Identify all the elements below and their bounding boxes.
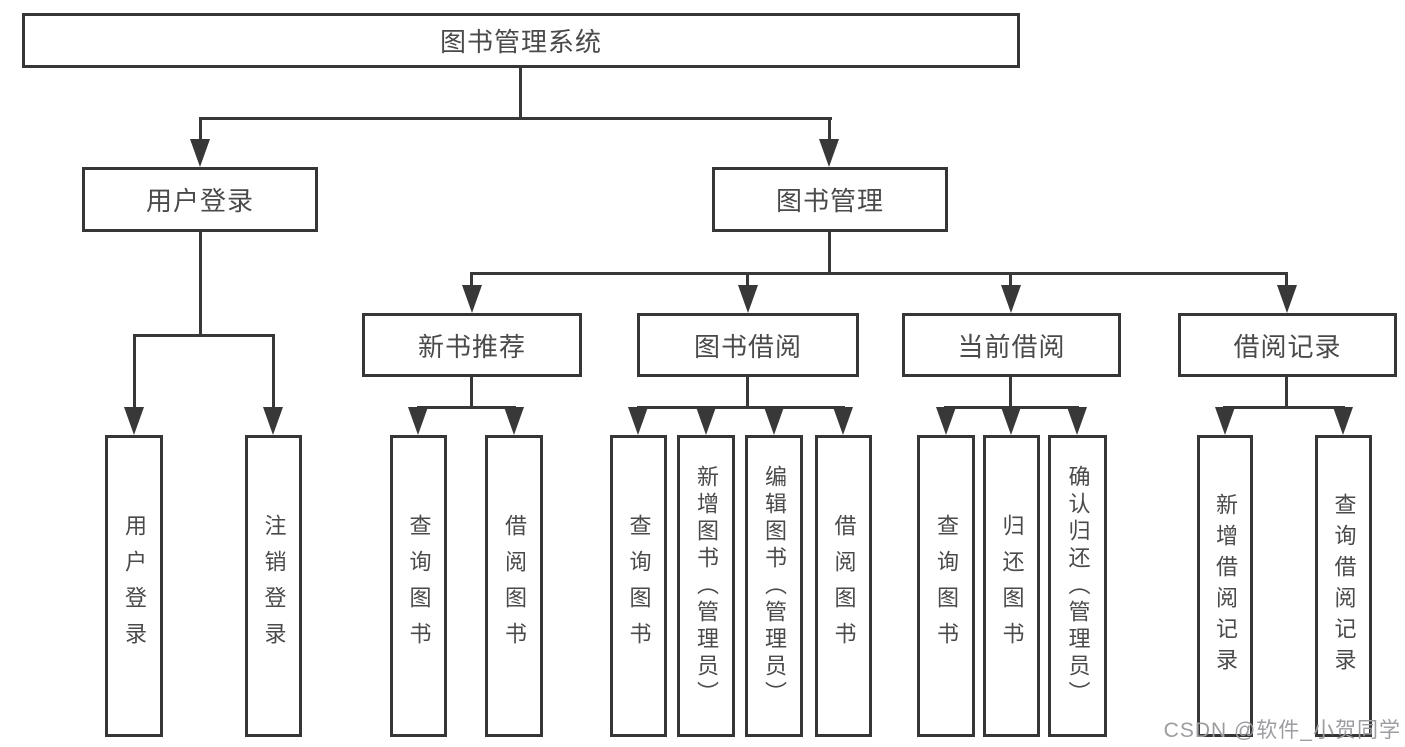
node-user-login: 用户登录 (82, 167, 318, 232)
leaf-label: 借阅图书 (502, 514, 527, 658)
node-user-login-leaf: 用户登录 (105, 435, 163, 737)
arrow-down-icon (764, 407, 784, 435)
arrow-down-icon (833, 407, 853, 435)
node-new-book-recommend-label: 新书推荐 (417, 331, 526, 362)
arrow-down-icon (1277, 285, 1297, 313)
connector-line (746, 272, 749, 292)
arrow-down-icon (819, 139, 839, 167)
node-query-books-current: 查询图书 (917, 435, 975, 737)
connector-line (637, 406, 845, 409)
connector-line (199, 117, 832, 120)
node-logout-leaf: 注销登录 (245, 435, 302, 737)
leaf-label: 用户登录 (122, 514, 147, 658)
connector-line (828, 117, 831, 147)
connector-line (1223, 406, 1345, 409)
arrow-down-icon (263, 407, 283, 435)
leaf-label: 查询借阅记录 (1331, 493, 1357, 679)
node-borrow-records-label: 借阅记录 (1233, 331, 1342, 362)
node-query-books-borrow: 查询图书 (610, 435, 667, 737)
node-query-borrow-record: 查询借阅记录 (1315, 435, 1372, 737)
arrow-down-icon (408, 407, 428, 435)
leaf-label: 借阅图书 (831, 514, 857, 658)
leaf-label: 注销登录 (261, 514, 287, 658)
node-root: 图书管理系统 (22, 13, 1020, 68)
node-query-books-recommend: 查询图书 (390, 435, 447, 737)
connector-line (133, 334, 136, 412)
arrow-down-icon (462, 285, 482, 313)
connector-line (199, 232, 202, 336)
node-user-login-label: 用户登录 (145, 186, 254, 216)
leaf-label: 编辑图书（管理员） (762, 464, 787, 708)
arrow-down-icon (504, 407, 524, 435)
connector-line (470, 272, 1288, 275)
leaf-label: 查询图书 (406, 514, 432, 658)
connector-line (1009, 272, 1012, 292)
node-current-borrow: 当前借阅 (902, 313, 1121, 377)
node-add-borrow-record: 新增借阅记录 (1197, 435, 1253, 737)
node-book-borrow: 图书借阅 (637, 313, 859, 377)
connector-line (470, 377, 473, 409)
node-add-book-admin: 新增图书（管理员） (677, 435, 735, 737)
node-new-book-recommend: 新书推荐 (362, 313, 582, 377)
node-confirm-return-admin: 确认归还（管理员） (1048, 435, 1107, 737)
leaf-label: 确认归还（管理员） (1065, 464, 1091, 708)
connector-line (470, 272, 473, 292)
arrow-down-icon (1333, 407, 1353, 435)
node-current-borrow-label: 当前借阅 (957, 331, 1066, 362)
leaf-label: 新增图书（管理员） (694, 464, 719, 708)
node-borrow-records: 借阅记录 (1178, 313, 1397, 377)
arrow-down-icon (1215, 407, 1235, 435)
node-return-book: 归还图书 (983, 435, 1040, 737)
connector-line (417, 406, 516, 409)
leaf-label: 新增借阅记录 (1213, 493, 1238, 679)
leaf-label: 查询图书 (934, 514, 959, 658)
arrow-down-icon (1067, 407, 1087, 435)
connector-line (1285, 272, 1288, 292)
arrow-down-icon (1001, 285, 1021, 313)
node-book-borrow-label: 图书借阅 (693, 331, 802, 362)
arrow-down-icon (1001, 407, 1021, 435)
leaf-label: 归还图书 (999, 514, 1025, 658)
arrow-down-icon (936, 407, 956, 435)
node-borrow-books-recommend: 借阅图书 (485, 435, 543, 737)
node-edit-book-admin: 编辑图书（管理员） (745, 435, 803, 737)
connector-line (1009, 377, 1012, 409)
node-root-label: 图书管理系统 (439, 27, 602, 57)
connector-line (199, 117, 202, 147)
connector-line (519, 68, 522, 118)
connector-line (828, 232, 831, 274)
arrow-down-icon (696, 407, 716, 435)
arrow-down-icon (738, 285, 758, 313)
watermark: CSDN @软件_小贺同学 (1163, 719, 1401, 742)
arrow-down-icon (628, 407, 648, 435)
node-borrow-books-leaf: 借阅图书 (815, 435, 872, 737)
node-book-management-label: 图书管理 (775, 186, 884, 216)
arrow-down-icon (124, 407, 144, 435)
connector-line (1285, 377, 1288, 409)
node-book-management: 图书管理 (712, 167, 948, 232)
connector-line (272, 334, 275, 412)
arrow-down-icon (190, 139, 210, 167)
connector-line (746, 377, 749, 409)
connector-line (133, 334, 275, 337)
leaf-label: 查询图书 (626, 514, 652, 658)
